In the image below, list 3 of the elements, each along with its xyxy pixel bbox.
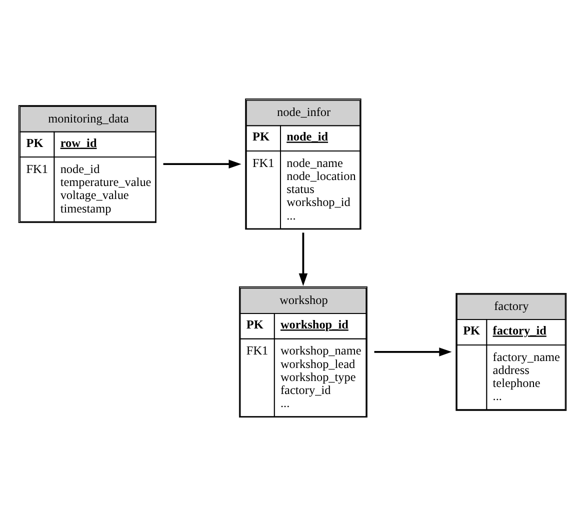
arrow [163, 159, 242, 168]
arrow [374, 347, 452, 356]
arrow [298, 232, 308, 286]
